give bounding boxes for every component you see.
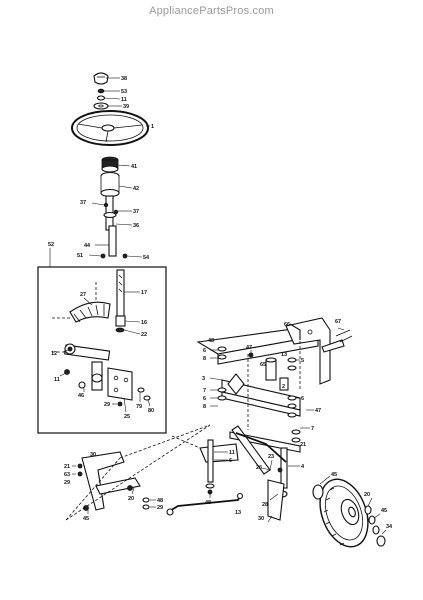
callout-45b: 45 [331, 472, 337, 478]
right-side-bracket [289, 323, 353, 353]
callout-65: 65 [260, 362, 266, 368]
callout-6d: 6 [229, 458, 232, 464]
callouts: 38 53 11 39 1 41 42 37 37 36 44 51 54 52… [48, 76, 393, 535]
steering-bushing [100, 171, 120, 198]
callout-17: 17 [141, 290, 147, 296]
callout-5: 5 [301, 358, 304, 364]
callout-27: 27 [80, 292, 86, 298]
callout-41: 41 [131, 164, 137, 170]
callout-1: 1 [151, 124, 154, 130]
callout-45: 45 [83, 516, 89, 522]
callout-13b: 13 [235, 510, 241, 516]
bracket-bolts [64, 369, 151, 407]
drag-link-rod [166, 492, 244, 516]
callout-67: 67 [335, 319, 341, 325]
callout-22: 22 [141, 332, 147, 338]
callout-25: 25 [124, 414, 130, 420]
callout-2: 2 [282, 384, 285, 390]
callout-21: 21 [300, 442, 306, 448]
callout-53: 53 [121, 89, 127, 95]
callout-48c: 48 [157, 498, 163, 504]
callout-51: 51 [77, 253, 83, 259]
steering-nut-washers [93, 88, 109, 110]
detail-box [37, 266, 167, 434]
callout-23: 23 [268, 454, 274, 460]
steering-shaft-upper [100, 195, 128, 259]
callout-37b: 37 [133, 209, 139, 215]
callout-30: 30 [90, 452, 96, 458]
callout-79: 79 [136, 404, 142, 410]
callout-48b: 48 [205, 500, 211, 506]
left-spindle [199, 425, 271, 495]
callout-13: 13 [281, 352, 287, 358]
callout-34: 34 [386, 524, 393, 530]
mounting-bracket [107, 367, 133, 401]
callout-52: 52 [48, 242, 54, 248]
callout-45c: 45 [381, 508, 387, 514]
pivot-bolt [248, 352, 289, 391]
callout-80: 80 [148, 408, 154, 414]
callout-12: 12 [51, 351, 57, 357]
callout-7: 7 [203, 388, 206, 394]
callout-29b: 29 [64, 480, 70, 486]
callout-36: 36 [133, 223, 139, 229]
callout-4: 4 [301, 464, 305, 470]
callout-44: 44 [84, 243, 91, 249]
callout-20: 20 [128, 496, 134, 502]
front-wheel [319, 478, 369, 548]
callout-63: 63 [64, 472, 70, 478]
callout-29: 29 [104, 402, 110, 408]
steering-cap [93, 72, 109, 85]
callout-6c: 6 [301, 396, 304, 402]
front-axle-support [196, 317, 331, 385]
callout-20b: 20 [364, 492, 370, 498]
steering-wheel [71, 110, 149, 146]
callout-54: 54 [143, 255, 150, 261]
callout-47b: 47 [315, 408, 321, 414]
callout-48: 48 [208, 338, 214, 344]
callout-3: 3 [202, 376, 205, 382]
callout-66: 66 [284, 322, 290, 328]
callout-29c: 29 [157, 505, 163, 511]
callout-38: 38 [121, 76, 127, 82]
callout-16: 16 [141, 320, 147, 326]
callout-11b: 11 [54, 377, 60, 383]
callout-6b: 6 [203, 396, 206, 402]
callout-11: 11 [121, 97, 127, 103]
wheel-hardware [312, 484, 386, 547]
pivot-bar-assembly [64, 343, 111, 391]
callout-26: 26 [256, 465, 262, 471]
callout-7b: 7 [311, 426, 314, 432]
callout-6: 6 [203, 348, 206, 354]
callout-46: 46 [78, 393, 84, 399]
callout-11c: 11 [229, 450, 235, 456]
left-frame-bracket [77, 451, 150, 511]
callout-28: 28 [262, 502, 268, 508]
callout-30b: 30 [258, 516, 264, 522]
callout-8b: 8 [203, 404, 206, 410]
callout-37a: 37 [80, 200, 86, 206]
spindle-washers [217, 346, 301, 443]
callout-21b: 21 [64, 464, 70, 470]
steering-adapter [101, 156, 119, 173]
callout-39: 39 [123, 104, 129, 110]
sector-gear [69, 301, 111, 323]
callout-8: 8 [203, 356, 206, 362]
steering-shaft-lower [115, 269, 126, 333]
callout-47: 47 [246, 345, 252, 351]
site-watermark: AppliancePartsPros.com [149, 5, 274, 17]
tie-rod [235, 432, 287, 463]
callout-42: 42 [133, 186, 139, 192]
